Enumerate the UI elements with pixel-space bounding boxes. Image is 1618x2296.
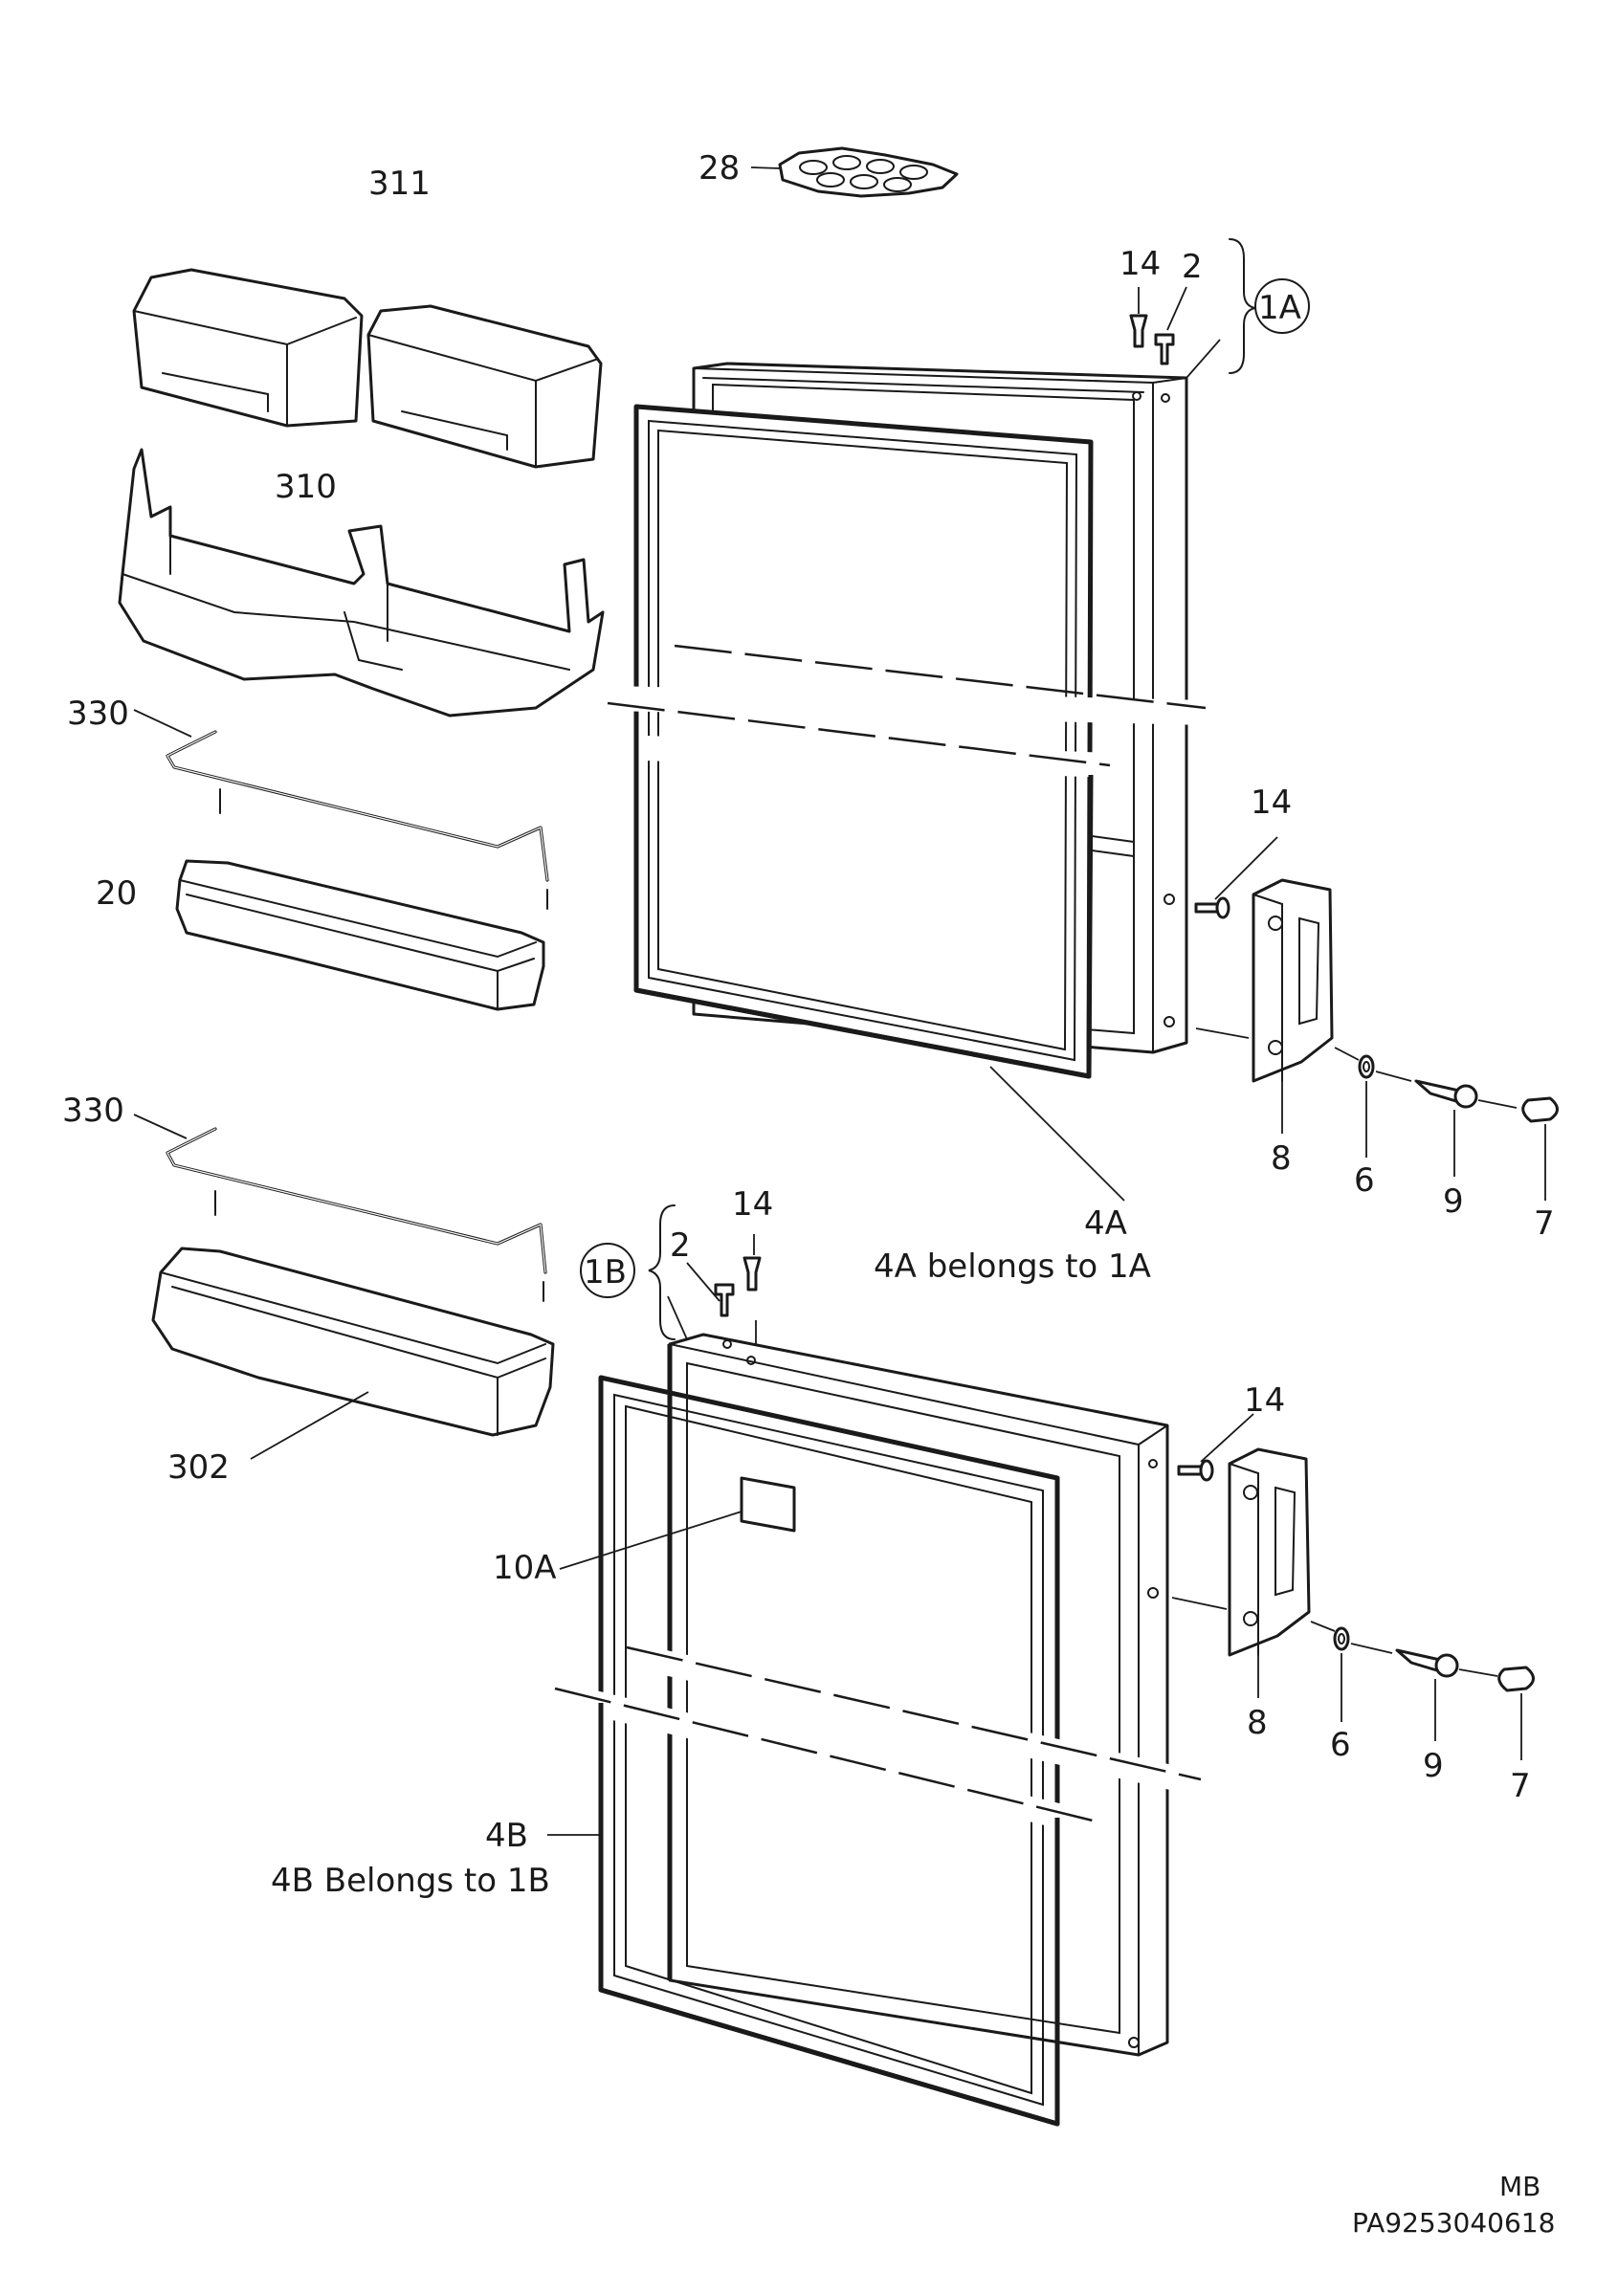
washer-6-B	[1333, 1626, 1350, 1651]
screw-2-top-B	[714, 1283, 735, 1317]
cap-7-A	[1521, 1096, 1559, 1123]
label-28: 28	[698, 149, 740, 188]
label-6-B: 6	[1330, 1726, 1351, 1764]
label-14-top: 14	[1119, 245, 1161, 283]
label-330-upper: 330	[67, 695, 129, 733]
label-6-A: 6	[1354, 1161, 1375, 1200]
label-7-A: 7	[1534, 1204, 1555, 1243]
retaining-bar-upper	[166, 730, 549, 910]
assembly-marker-1A	[1254, 278, 1310, 334]
label-20: 20	[96, 874, 137, 913]
note-4B-belongs-to-1B: 4B Belongs to 1B	[271, 1862, 550, 1900]
dairy-cover-left	[132, 268, 364, 428]
label-1B: 1B	[584, 1253, 627, 1292]
label-302: 302	[167, 1448, 230, 1487]
door-balcony-310	[118, 448, 605, 718]
label-1A: 1A	[1258, 289, 1301, 327]
note-4A-belongs-to-1A: 4A belongs to 1A	[874, 1247, 1151, 1286]
door-handle-B	[1228, 1447, 1311, 1657]
label-310: 310	[275, 468, 337, 506]
screw-2-top-A	[1154, 333, 1175, 365]
label-330-lower: 330	[62, 1092, 124, 1130]
washer-6-A	[1358, 1054, 1375, 1079]
pin-14-top-A	[1129, 314, 1148, 348]
label-10A: 10A	[493, 1549, 557, 1587]
screw-9-A	[1414, 1079, 1478, 1109]
door-handle-A	[1252, 878, 1334, 1083]
info-label-10A	[740, 1476, 796, 1533]
bottle-shelf-302	[151, 1247, 555, 1437]
label-4A: 4A	[1084, 1204, 1127, 1243]
label-2-B: 2	[670, 1226, 691, 1265]
pin-14-top-B	[743, 1256, 762, 1292]
label-7-B: 7	[1510, 1767, 1531, 1805]
hinge-pin-14-handle-A	[1194, 896, 1230, 919]
dairy-cover-right	[366, 304, 603, 469]
label-8-A: 8	[1271, 1139, 1292, 1178]
retaining-bar-lower	[166, 1127, 547, 1302]
footer-drawing-id: PA9253040618	[1352, 2207, 1555, 2239]
label-14-handle-B: 14	[1244, 1381, 1285, 1420]
footer-author: MB	[1499, 2171, 1540, 2202]
label-311: 311	[368, 165, 431, 203]
assembly-marker-1B	[580, 1243, 635, 1298]
label-9-B: 9	[1423, 1747, 1444, 1785]
label-14-handle-A: 14	[1251, 784, 1292, 822]
cap-7-B	[1497, 1666, 1535, 1692]
hinge-pin-14-handle-B	[1177, 1459, 1214, 1482]
screw-9-B	[1395, 1648, 1459, 1678]
label-8-B: 8	[1247, 1704, 1268, 1742]
door-shelf-20	[175, 859, 545, 1011]
label-14-B: 14	[732, 1185, 773, 1224]
lower-door-frame-1B	[667, 1333, 1169, 2057]
label-4B: 4B	[485, 1817, 528, 1855]
label-2-top: 2	[1182, 248, 1203, 286]
egg-tray-part	[778, 146, 959, 198]
label-9-A: 9	[1443, 1182, 1464, 1221]
